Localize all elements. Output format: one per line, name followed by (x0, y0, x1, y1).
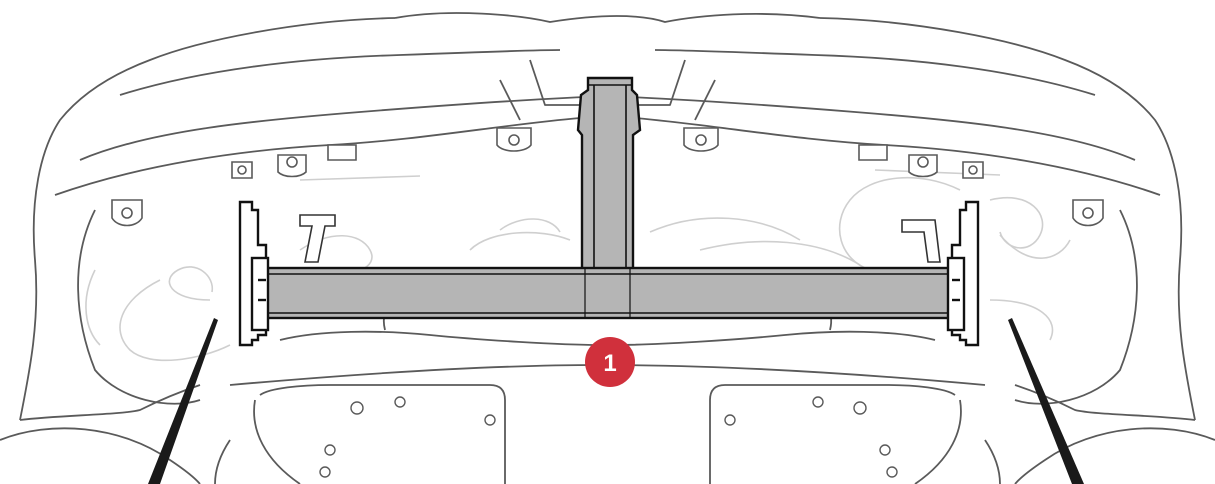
leader-lines (148, 318, 1084, 484)
right-mounting-plate (946, 200, 980, 347)
callout-1-label: 1 (603, 350, 616, 377)
callout-1-circle (585, 337, 635, 387)
callout-1: 1 (585, 337, 635, 387)
leader-line-left (148, 318, 218, 484)
panel-holes (319, 396, 898, 478)
leader-line-right (1008, 318, 1084, 484)
mounting-tabs (111, 127, 1104, 227)
left-mounting-plate (238, 200, 270, 347)
background-components (85, 169, 1071, 362)
tow-hitch-crossbar (238, 76, 980, 347)
crossbar-beam (260, 266, 956, 320)
